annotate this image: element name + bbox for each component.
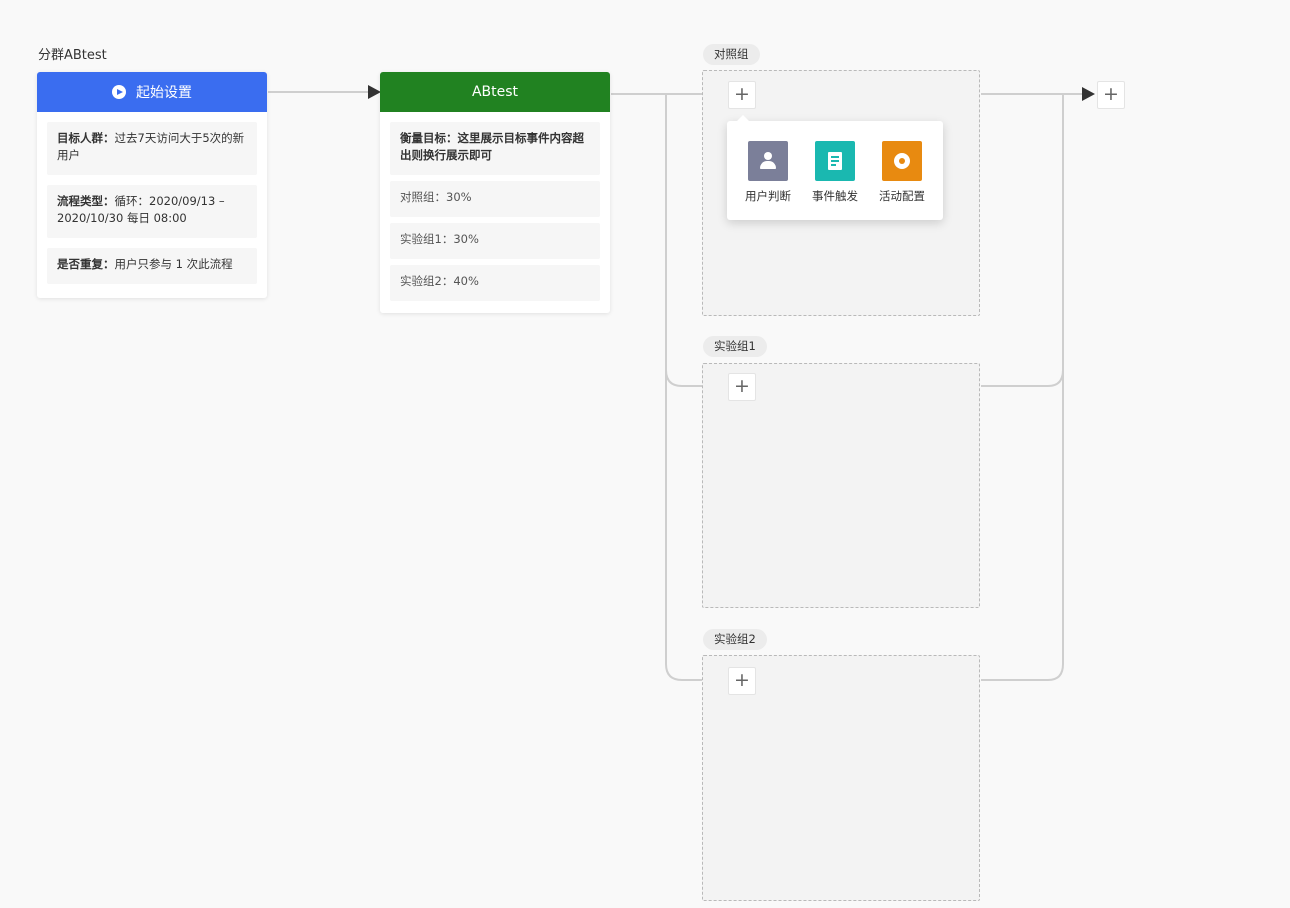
flow-type-row: 流程类型：循环：2020/09/13 – 2020/10/30 每日 08:00 bbox=[47, 185, 257, 238]
document-icon bbox=[815, 141, 855, 181]
menu-item-user-judgement-label: 用户判断 bbox=[745, 189, 791, 203]
add-node-button-exp2[interactable]: + bbox=[728, 667, 756, 695]
start-node-title: 起始设置 bbox=[136, 85, 192, 101]
user-icon bbox=[748, 141, 788, 181]
connector-abtest-to-exp2 bbox=[665, 370, 714, 681]
branch-tag-exp1: 实验组1 bbox=[703, 336, 767, 357]
abtest-node-title: ABtest bbox=[471, 84, 519, 100]
branch-tag-control: 对照组 bbox=[703, 44, 760, 65]
flow-type-value: 循环：2020/09/13 – 2020/10/30 每日 08:00 bbox=[57, 194, 225, 225]
menu-pointer bbox=[737, 115, 749, 121]
start-node-card[interactable]: 起始设置 目标人群：过去7天访问大于5次的新用户 流程类型：循环：2020/09… bbox=[37, 72, 267, 298]
exp2-ratio-row: 实验组2：40% bbox=[390, 265, 600, 301]
abtest-node-card[interactable]: ABtest 衡量目标：这里展示目标事件内容超出则换行展示即可 对照组：30% … bbox=[380, 72, 610, 313]
connector-exp1-out bbox=[981, 94, 1064, 387]
start-node-header[interactable]: 起始设置 bbox=[37, 72, 267, 112]
target-audience-row: 目标人群：过去7天访问大于5次的新用户 bbox=[47, 122, 257, 175]
add-node-menu: 用户判断 事件触发 活动配置 bbox=[727, 115, 943, 220]
target-audience-label: 目标人群： bbox=[57, 131, 115, 145]
measure-goal-row: 衡量目标：这里展示目标事件内容超出则换行展示即可 bbox=[390, 122, 600, 175]
add-node-button-exp1[interactable]: + bbox=[728, 373, 756, 401]
arrow-into-abtest bbox=[368, 85, 381, 99]
repeat-value: 用户只参与 1 次此流程 bbox=[114, 257, 233, 271]
menu-item-activity-config[interactable]: 活动配置 bbox=[872, 141, 932, 204]
menu-item-user-judgement[interactable]: 用户判断 bbox=[738, 141, 798, 204]
repeat-row: 是否重复：用户只参与 1 次此流程 bbox=[47, 248, 257, 284]
branch-box-exp2 bbox=[702, 655, 980, 901]
branch-tag-exp2: 实验组2 bbox=[703, 629, 767, 650]
menu-item-event-trigger-label: 事件触发 bbox=[812, 189, 858, 203]
play-circle-icon bbox=[112, 85, 126, 99]
arrow-into-final bbox=[1082, 87, 1095, 101]
add-node-button-control[interactable]: + bbox=[728, 81, 756, 109]
abtest-node-body: 衡量目标：这里展示目标事件内容超出则换行展示即可 对照组：30% 实验组1：30… bbox=[380, 112, 610, 311]
abtest-node-header[interactable]: ABtest bbox=[380, 72, 610, 112]
add-node-button-final[interactable]: + bbox=[1097, 81, 1125, 109]
repeat-label: 是否重复： bbox=[57, 257, 115, 271]
connector-exp2-out bbox=[981, 370, 1064, 681]
badge-icon bbox=[882, 141, 922, 181]
exp1-ratio-row: 实验组1：30% bbox=[390, 223, 600, 259]
flow-type-label: 流程类型： bbox=[57, 194, 115, 208]
branch-box-exp1 bbox=[702, 363, 980, 608]
target-audience-value: 过去7天访问大于5次的新用户 bbox=[57, 131, 245, 162]
start-node-body: 目标人群：过去7天访问大于5次的新用户 流程类型：循环：2020/09/13 –… bbox=[37, 112, 267, 294]
menu-item-activity-config-label: 活动配置 bbox=[879, 189, 925, 203]
flow-title: 分群ABtest bbox=[38, 48, 107, 63]
control-ratio-row: 对照组：30% bbox=[390, 181, 600, 217]
menu-item-event-trigger[interactable]: 事件触发 bbox=[805, 141, 865, 204]
